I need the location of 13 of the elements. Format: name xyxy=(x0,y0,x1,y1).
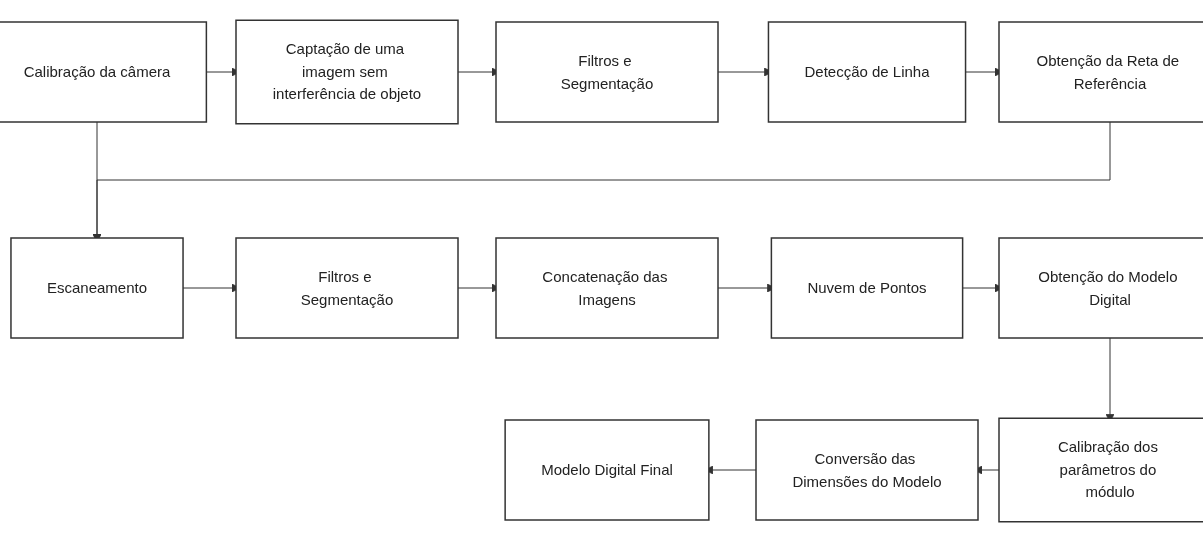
node-box: Calibração dos parâmetros do módulo xyxy=(998,417,1203,523)
node-box: Captação de uma imagem sem interferência de objeto xyxy=(235,19,459,125)
node-box: Detecção de Linha xyxy=(767,21,967,123)
node-box: Obtenção do Modelo Digital xyxy=(998,237,1203,339)
node-box: Concatenação das Imagens xyxy=(495,237,719,339)
node-box: Conversão das Dimensões do Modelo xyxy=(755,419,979,521)
node-box: Filtros e Segmentação xyxy=(235,237,459,339)
node-box: Modelo Digital Final xyxy=(504,419,710,521)
node-box: Filtros e Segmentação xyxy=(495,21,719,123)
node-box: Escaneamento xyxy=(10,237,184,339)
node-box: Obtenção da Reta de Referência xyxy=(998,21,1203,123)
node-box: Calibração da câmera xyxy=(0,21,208,123)
node-box: Nuvem de Pontos xyxy=(770,237,964,339)
